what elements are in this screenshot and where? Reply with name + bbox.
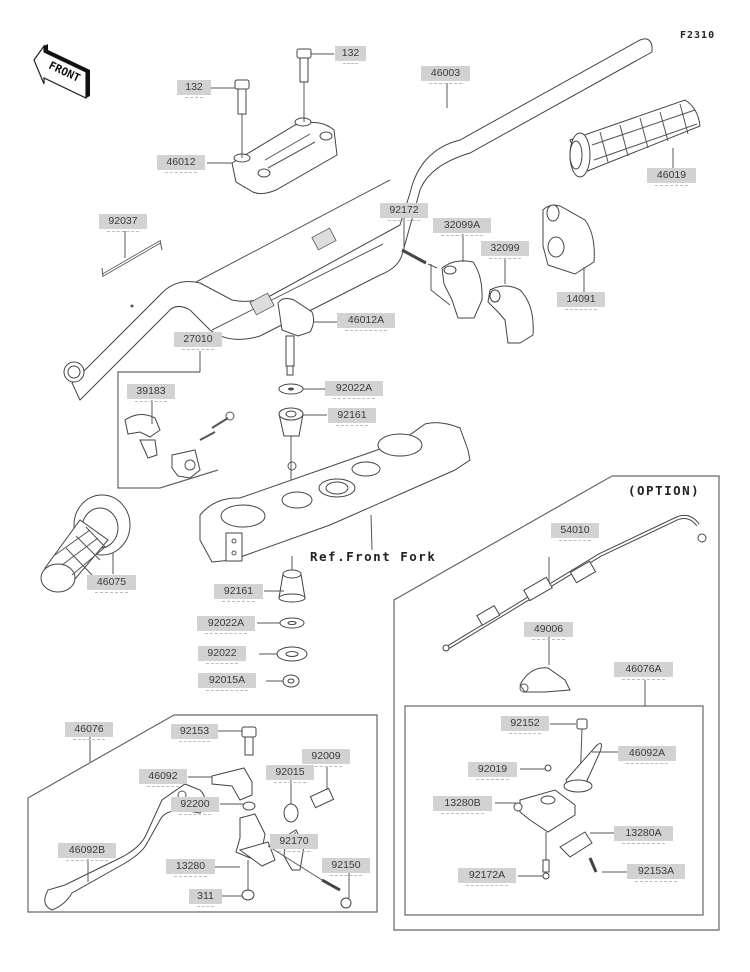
part-label-311[interactable]: 311 bbox=[189, 889, 222, 907]
part-label-32099[interactable]: 32099 bbox=[481, 241, 529, 259]
option-lever-part bbox=[513, 718, 602, 880]
part-label-92022[interactable]: 92022 bbox=[198, 646, 246, 664]
part-label-13280A[interactable]: 13280A bbox=[614, 826, 673, 844]
part-label-32099A[interactable]: 32099A bbox=[433, 218, 491, 236]
part-label-46076A[interactable]: 46076A bbox=[614, 662, 673, 680]
part-label-46012A[interactable]: 46012A bbox=[337, 313, 395, 331]
part-label-13280B[interactable]: 13280B bbox=[433, 796, 492, 814]
part-label-92161-upper[interactable]: 92161 bbox=[328, 408, 376, 426]
part-label-46092B[interactable]: 46092B bbox=[58, 843, 116, 861]
part-label-92022A-upper[interactable]: 92022A bbox=[325, 381, 383, 399]
part-label-92015A[interactable]: 92015A bbox=[198, 673, 256, 691]
throttle-cable-part bbox=[442, 514, 707, 652]
option-lever-box bbox=[404, 705, 704, 916]
left-grip-part bbox=[40, 494, 131, 593]
figure-code: F2310 bbox=[680, 30, 716, 41]
reference-note: Ref.Front Fork bbox=[310, 549, 437, 564]
option-note: (OPTION) bbox=[628, 483, 701, 498]
switch-assembly-box bbox=[117, 371, 219, 489]
part-label-46019[interactable]: 46019 bbox=[647, 168, 696, 186]
part-label-92015[interactable]: 92015 bbox=[266, 765, 314, 783]
lower-holder-part bbox=[277, 298, 315, 395]
strap-part bbox=[101, 239, 163, 278]
part-label-92161-lower[interactable]: 92161 bbox=[214, 584, 263, 602]
part-label-39183[interactable]: 39183 bbox=[127, 384, 175, 402]
part-label-46012[interactable]: 46012 bbox=[157, 155, 205, 173]
part-label-92170[interactable]: 92170 bbox=[270, 834, 318, 852]
right-grip-part bbox=[569, 99, 701, 178]
part-label-92200[interactable]: 92200 bbox=[171, 797, 219, 815]
switch-housing-part bbox=[401, 204, 595, 344]
part-label-92009[interactable]: 92009 bbox=[302, 749, 350, 767]
part-label-46003[interactable]: 46003 bbox=[421, 66, 470, 84]
part-label-54010[interactable]: 54010 bbox=[551, 523, 599, 541]
upper-holder-part bbox=[231, 117, 338, 195]
part-label-92150[interactable]: 92150 bbox=[322, 858, 370, 876]
part-label-92152[interactable]: 92152 bbox=[501, 716, 549, 734]
leader-lines bbox=[87, 53, 674, 898]
part-label-13280[interactable]: 13280 bbox=[166, 859, 215, 877]
part-label-132-right[interactable]: 132 bbox=[335, 46, 366, 64]
part-label-46092A[interactable]: 46092A bbox=[618, 746, 676, 764]
part-label-92022A-lower[interactable]: 92022A bbox=[197, 616, 255, 634]
part-label-92172[interactable]: 92172 bbox=[380, 203, 428, 221]
option-box bbox=[393, 475, 720, 931]
part-label-92172A[interactable]: 92172A bbox=[458, 868, 516, 886]
lower-damper-stack-part bbox=[276, 556, 308, 688]
part-label-46075[interactable]: 46075 bbox=[87, 575, 136, 593]
part-label-46076[interactable]: 46076 bbox=[65, 722, 113, 740]
part-label-92153[interactable]: 92153 bbox=[171, 724, 218, 742]
switch-assembly-part bbox=[124, 411, 235, 479]
part-label-46092[interactable]: 46092 bbox=[139, 769, 187, 787]
lever-perch-part bbox=[211, 726, 352, 909]
lever-assembly-box bbox=[27, 714, 378, 913]
part-label-132-left[interactable]: 132 bbox=[177, 80, 211, 98]
triple-clamp-part bbox=[199, 422, 471, 563]
part-label-92037[interactable]: 92037 bbox=[99, 214, 147, 232]
damper-upper-part bbox=[278, 407, 304, 500]
part-label-92153A[interactable]: 92153A bbox=[627, 864, 685, 882]
part-label-27010[interactable]: 27010 bbox=[174, 332, 222, 350]
bolt-132-left-part bbox=[234, 79, 250, 158]
cable-cover-part bbox=[519, 667, 571, 693]
part-label-14091[interactable]: 14091 bbox=[557, 292, 605, 310]
part-label-49006[interactable]: 49006 bbox=[524, 622, 573, 640]
part-label-92019[interactable]: 92019 bbox=[468, 762, 517, 780]
bolt-132-right-part bbox=[296, 48, 312, 122]
front-arrow-icon: FRONT bbox=[33, 44, 90, 99]
